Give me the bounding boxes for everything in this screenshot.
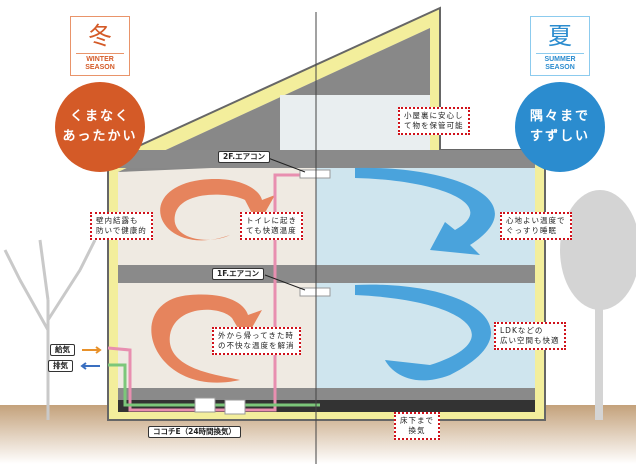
exhaust-label: 排気 [48,360,73,372]
warm-air-arrow-1f [151,294,262,383]
cool-air-arrow-2f [355,167,495,255]
summer-slogan: 隅々まですずしい [515,82,605,172]
ac-unit-1f [299,287,331,297]
note-attic-storage: 小屋裏に安心して物を保管可能 [398,107,470,135]
winter-slogan: くまなくあったかい [55,82,145,172]
winter-kanji: 冬 [88,22,112,50]
note-return-home: 外から帰ってきた時の不快な温度を解消 [212,327,301,355]
note-underfloor: 床下まで換気 [394,412,440,440]
winter-label-1: WINTER [86,56,114,63]
winter-label-2: SEASON [85,64,115,71]
floor-1f [118,388,535,400]
ventilation-unit [194,397,216,413]
tree-right [560,190,636,420]
floor-2f [118,265,535,283]
exhaust-duct [108,363,320,407]
winter-slogan-1: くまなく [69,109,130,124]
supply-arrow-icon [82,346,102,354]
winter-season-badge: 冬 WINTER SEASON [70,16,130,76]
ac-1f-leader [264,274,306,291]
ventilation-system-label: ココチE（24時間換気） [148,426,242,438]
summer-label-1: SUMMER [544,56,576,63]
note-ldk: LDKなどの広い空間も快適 [494,322,566,350]
summer-label-2: SEASON [545,64,575,71]
tree-left [3,239,97,420]
note-toilet: トイレに起きても快適温度 [240,212,303,240]
summer-kanji: 夏 [548,22,572,50]
cool-air-arrow-1f [355,284,492,381]
summer-slogan-1: 隅々まで [529,109,590,124]
ac-unit-2f [299,169,331,179]
summer-season-badge: 夏 SUMMER SEASON [530,16,590,76]
note-sleep: 心地よい温度でぐっすり睡眠 [500,212,572,240]
ac-2f-leader [267,157,306,173]
ac-2f-label: 2F.エアコン [218,151,271,163]
warm-air-arrow-2f [160,179,275,241]
supply-label: 給気 [50,344,75,356]
exhaust-arrow-icon [80,362,100,370]
ac-1f-label: 1F.エアコン [212,268,265,280]
note-wall-condensation: 壁内結露も防いで健康的 [90,212,153,240]
winter-slogan-2: あったかい [62,129,138,144]
ceiling-2f [118,150,535,168]
summer-slogan-2: すずしい [529,129,590,144]
ventilation-unit-2 [224,399,246,415]
attic-roof-space [118,28,430,172]
